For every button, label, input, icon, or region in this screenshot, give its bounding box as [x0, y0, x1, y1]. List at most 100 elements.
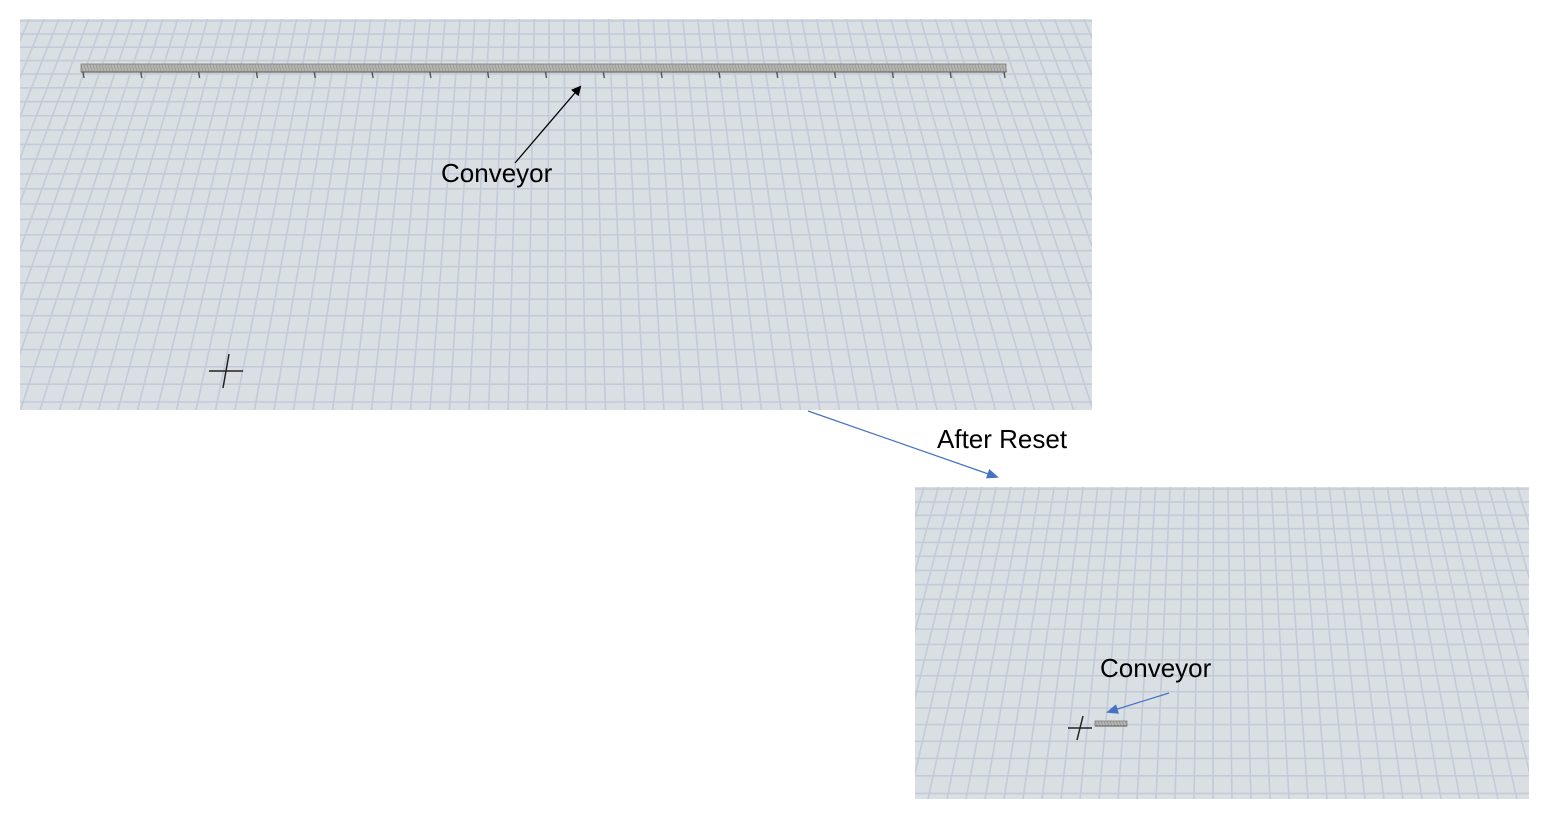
- conveyor-leg: [1003, 71, 1006, 79]
- grid-line-vertical: [1415, 487, 1480, 799]
- grid-line-vertical: [946, 487, 1012, 799]
- conveyor-roller: [632, 63, 636, 73]
- conveyor-roller: [365, 63, 369, 73]
- conveyor-roller: [158, 63, 162, 73]
- conveyor-roller: [884, 63, 888, 73]
- conveyor-roller: [389, 63, 393, 73]
- grid-line-vertical: [711, 19, 763, 410]
- grid-line-vertical: [830, 19, 919, 410]
- conveyor-roller: [308, 63, 312, 73]
- conveyor-roller: [398, 63, 402, 73]
- conveyor-roller: [677, 63, 681, 73]
- grid-line-vertical: [507, 19, 521, 410]
- conveyor-roller: [116, 63, 120, 73]
- conveyor-roller: [191, 63, 195, 73]
- conveyor-roller: [581, 63, 585, 73]
- grid-line-vertical: [1136, 487, 1157, 799]
- conveyor-roller: [1103, 720, 1107, 727]
- conveyor-roller: [299, 63, 303, 73]
- grid-line-vertical: [409, 19, 446, 410]
- conveyor-roller: [557, 63, 561, 73]
- grid-line-vertical: [448, 19, 476, 410]
- model-view-after-reset[interactable]: [915, 487, 1529, 799]
- grid-line-vertical: [97, 19, 209, 410]
- conveyor-roller: [374, 63, 378, 73]
- conveyor-roller: [536, 63, 540, 73]
- conveyor-roller: [419, 63, 423, 73]
- conveyor-roller: [275, 63, 279, 73]
- conveyor-roller: [866, 63, 870, 73]
- grid-line-vertical: [20, 19, 105, 253]
- grid-line-vertical: [984, 487, 1041, 799]
- conveyor-roller: [425, 63, 429, 73]
- conveyor-leg: [82, 71, 85, 79]
- conveyor-roller: [353, 63, 357, 73]
- conveyor-roller: [596, 63, 600, 73]
- conveyor-roller: [113, 63, 117, 73]
- conveyor-roller: [470, 63, 474, 73]
- conveyor-roller: [269, 63, 273, 73]
- conveyor-roller: [257, 63, 261, 73]
- conveyor-roller: [323, 63, 327, 73]
- conveyor-roller: [743, 63, 747, 73]
- conveyor-roller: [218, 63, 222, 73]
- grid-line-vertical: [312, 19, 372, 410]
- after-reset-label: After Reset: [937, 424, 1068, 454]
- conveyor-roller: [881, 63, 885, 73]
- conveyor-roller: [713, 63, 717, 73]
- grid-line-vertical: [845, 19, 938, 410]
- conveyor-roller: [887, 63, 891, 73]
- conveyor-roller: [896, 63, 900, 73]
- grid-line-vertical: [468, 19, 491, 410]
- conveyor-leg: [313, 71, 316, 79]
- conveyor-roller: [761, 63, 765, 73]
- conveyor-leg: [660, 71, 663, 79]
- conveyor-roller: [440, 63, 444, 73]
- conveyor-roller: [569, 63, 573, 73]
- grid-line-vertical: [1502, 487, 1529, 581]
- model-view-before-reset[interactable]: [20, 19, 1092, 410]
- conveyor-roller: [212, 63, 216, 73]
- conveyor-roller: [857, 63, 861, 73]
- grid-line-vertical: [20, 19, 75, 161]
- conveyor-label-after: Conveyor: [1100, 653, 1212, 683]
- conveyor-roller: [656, 63, 660, 73]
- grid-line-vertical: [637, 19, 665, 410]
- conveyor-roller: [752, 63, 756, 73]
- conveyor-roller: [905, 63, 909, 73]
- conveyor-roller: [899, 63, 903, 73]
- conveyor-roller: [164, 63, 168, 73]
- conveyor-roller: [386, 63, 390, 73]
- crosshair-y-axis: [222, 353, 230, 389]
- conveyor-roller: [932, 63, 936, 73]
- grid-line-vertical: [949, 19, 1075, 410]
- conveyor-roller: [260, 63, 264, 73]
- conveyor-roller: [134, 63, 138, 73]
- conveyor-roller: [104, 63, 108, 73]
- conveyor-roller: [665, 63, 669, 73]
- grid-line-vertical: [78, 19, 194, 410]
- grid-line-vertical: [39, 19, 164, 410]
- conveyor-roller: [206, 63, 210, 73]
- grid-line-vertical: [1386, 487, 1442, 799]
- conveyor-roller: [521, 63, 525, 73]
- conveyor-roller: [725, 63, 729, 73]
- conveyor-roller: [317, 63, 321, 73]
- conveyor-roller: [680, 63, 684, 73]
- grid-line-vertical: [20, 19, 90, 205]
- conveyor-roller: [839, 63, 843, 73]
- conveyor-roller: [503, 63, 507, 73]
- grid-line-vertical: [1155, 487, 1171, 799]
- conveyor-roller: [533, 63, 537, 73]
- grid-line-vertical: [578, 19, 587, 410]
- conveyor-roller: [566, 63, 570, 73]
- conveyor-roller: [794, 63, 798, 73]
- conveyor-roller: [629, 63, 633, 73]
- conveyor-roller: [1121, 720, 1125, 727]
- conveyor-roller: [875, 63, 879, 73]
- conveyor-roller: [575, 63, 579, 73]
- grid-line-vertical: [696, 19, 743, 410]
- grid-line-vertical: [563, 19, 568, 410]
- conveyor-roller: [254, 63, 258, 73]
- conveyor-roller: [284, 63, 288, 73]
